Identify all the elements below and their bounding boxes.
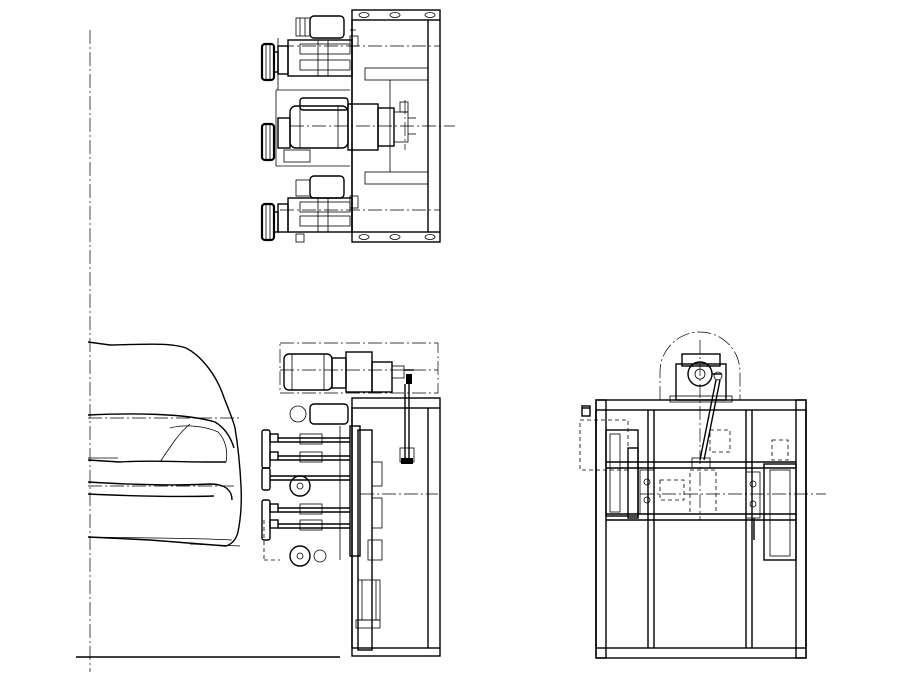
front-view-motor-housing: [659, 331, 741, 403]
vehicle-outline: [87, 341, 242, 547]
side-view-with-vehicle: [87, 341, 441, 657]
top-view: [260, 9, 455, 243]
reference-lines: [76, 30, 340, 672]
front-view-left-arm: [579, 405, 655, 519]
front-view-frame: [595, 340, 826, 659]
side-view-frame: [351, 384, 441, 657]
front-view: [579, 331, 826, 659]
front-view-right-arm: [745, 439, 797, 561]
side-view-motor: [279, 342, 439, 394]
top-view-module-upper: [260, 15, 359, 90]
front-view-linkage: [659, 379, 731, 515]
top-view-frame: [280, 9, 455, 243]
top-view-module-middle: [260, 89, 416, 167]
top-view-module-lower: [260, 175, 359, 243]
side-view-grippers: [261, 403, 361, 567]
